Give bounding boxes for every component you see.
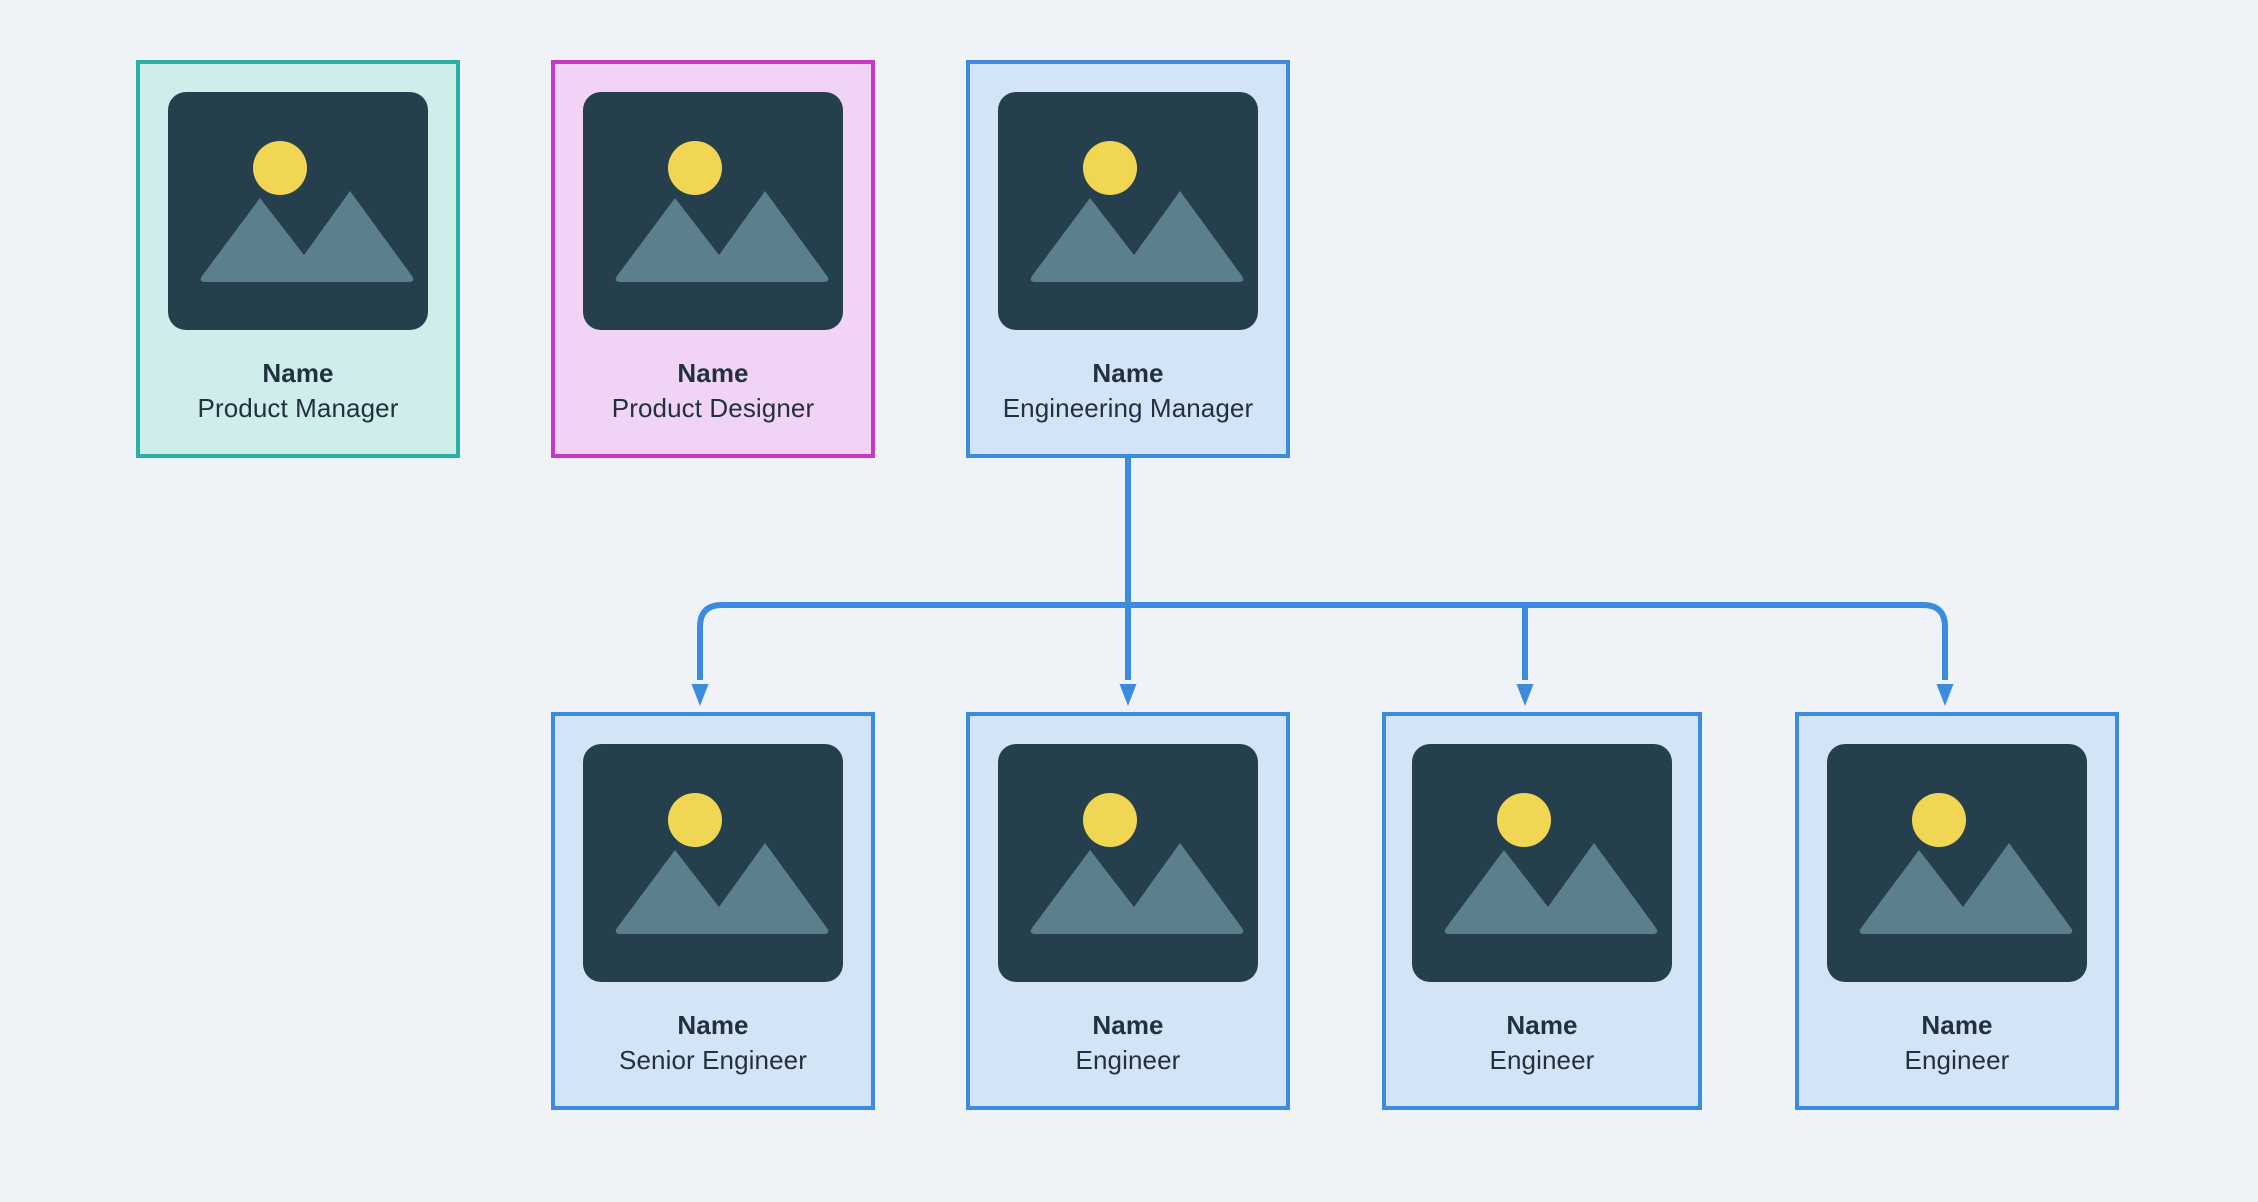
edge-arrowhead-3 <box>1936 684 1954 706</box>
avatar-image-placeholder-icon <box>168 92 428 330</box>
node-name: Name <box>677 1010 749 1040</box>
org-node-engineering-manager[interactable]: Name Engineering Manager <box>966 60 1290 458</box>
avatar-image-placeholder-icon <box>998 92 1258 330</box>
node-text: Name Engineer <box>970 1008 1286 1078</box>
node-text: Name Engineering Manager <box>970 356 1286 426</box>
node-role: Engineer <box>1075 1044 1181 1075</box>
avatar-image-placeholder-icon <box>998 744 1258 982</box>
avatar-image-placeholder-icon <box>1412 744 1672 982</box>
node-name: Name <box>1921 1010 1993 1040</box>
avatar-image-placeholder-icon <box>583 92 843 330</box>
edge-arrowhead-0 <box>691 684 709 706</box>
node-role: Engineering Manager <box>1002 392 1254 423</box>
org-node-engineer-2[interactable]: Name Engineer <box>1382 712 1702 1110</box>
edge-arrowhead-2 <box>1516 684 1534 706</box>
org-node-senior-engineer[interactable]: Name Senior Engineer <box>551 712 875 1110</box>
edge-arrowhead-1 <box>1119 684 1137 706</box>
node-name: Name <box>677 358 749 388</box>
node-role: Product Designer <box>611 392 815 423</box>
avatar-image-placeholder-icon <box>583 744 843 982</box>
avatar-image-placeholder-icon <box>1827 744 2087 982</box>
node-text: Name Senior Engineer <box>555 1008 871 1078</box>
node-role: Engineer <box>1489 1044 1595 1075</box>
node-name: Name <box>1092 1010 1164 1040</box>
node-text: Name Engineer <box>1386 1008 1698 1078</box>
node-role: Product Manager <box>197 392 399 423</box>
org-node-product-designer[interactable]: Name Product Designer <box>551 60 875 458</box>
node-text: Name Product Manager <box>140 356 456 426</box>
node-name: Name <box>262 358 334 388</box>
edge-bus <box>697 602 1948 680</box>
node-role: Engineer <box>1904 1044 2010 1075</box>
org-node-engineer-3[interactable]: Name Engineer <box>1795 712 2119 1110</box>
node-role: Senior Engineer <box>619 1044 807 1075</box>
node-text: Name Product Designer <box>555 356 871 426</box>
node-name: Name <box>1092 358 1164 388</box>
node-text: Name Engineer <box>1799 1008 2115 1078</box>
org-node-product-manager[interactable]: Name Product Manager <box>136 60 460 458</box>
org-node-engineer-1[interactable]: Name Engineer <box>966 712 1290 1110</box>
node-name: Name <box>1506 1010 1578 1040</box>
